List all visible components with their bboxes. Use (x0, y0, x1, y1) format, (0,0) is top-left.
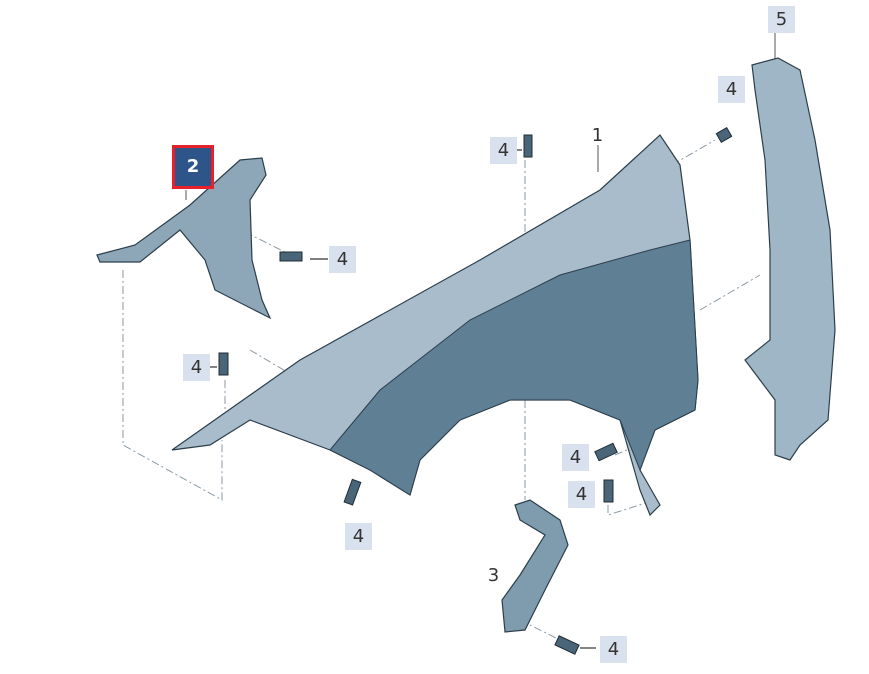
seal-part-5[interactable] (744, 57, 836, 461)
bolts (218, 126, 733, 655)
bolt-icon (279, 251, 303, 262)
bracket-part-3[interactable] (501, 499, 569, 633)
bracket-part-2[interactable] (96, 157, 272, 320)
callout-ticks (185, 33, 776, 200)
callout-1[interactable]: 1 (591, 125, 604, 146)
callout-4[interactable]: 4 (183, 354, 210, 381)
callout-2-selected[interactable]: 2 (172, 145, 214, 189)
bolt-icon (603, 479, 614, 503)
callout-4[interactable]: 4 (490, 137, 517, 164)
callout-4[interactable]: 4 (345, 523, 372, 550)
callout-4[interactable]: 4 (600, 636, 627, 663)
bolt-icon (715, 126, 733, 144)
fender-shadow (329, 239, 699, 496)
callout-4[interactable]: 4 (562, 444, 589, 471)
callout-4[interactable]: 4 (329, 246, 356, 273)
callout-4[interactable]: 4 (568, 481, 595, 508)
bolt-icon (594, 442, 618, 462)
callout-4[interactable]: 4 (718, 76, 745, 103)
bolt-icon (343, 478, 362, 506)
callout-5[interactable]: 5 (768, 6, 795, 33)
bolt-icon (523, 134, 533, 158)
bolt-icon (554, 635, 580, 655)
bolt-icon (218, 352, 229, 376)
callout-3[interactable]: 3 (487, 565, 500, 586)
